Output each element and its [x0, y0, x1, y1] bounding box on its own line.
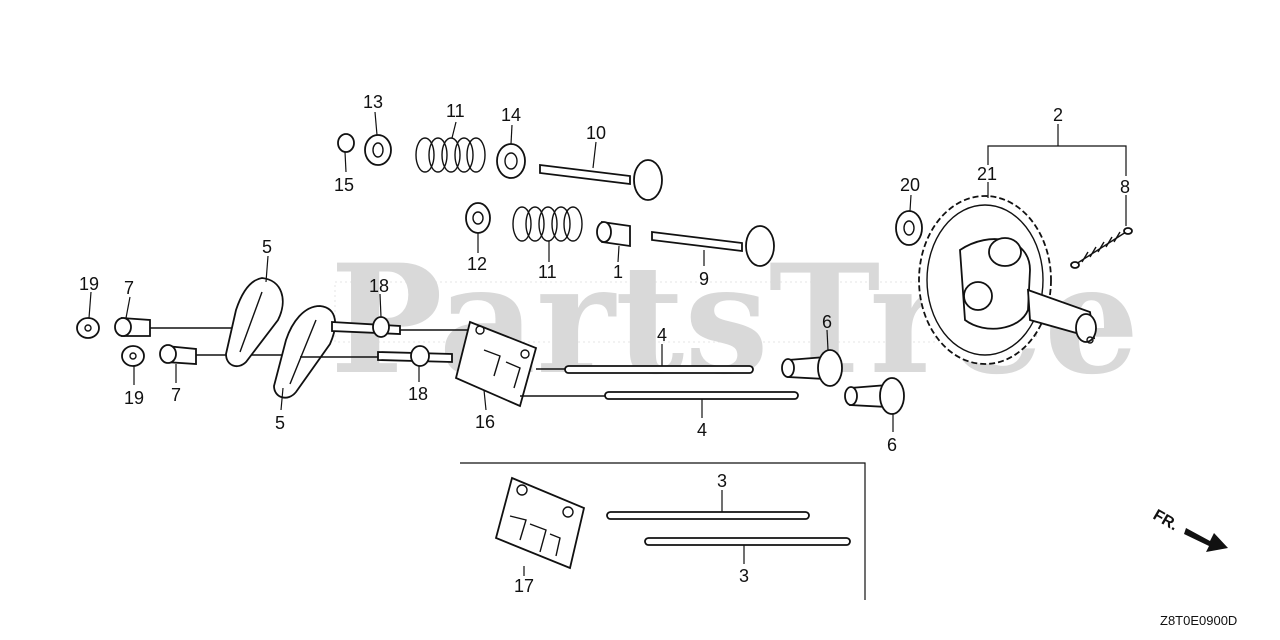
callout-17: 17	[514, 576, 534, 596]
callout-6-lower: 6	[887, 435, 897, 455]
callout-7-upper: 7	[124, 278, 134, 298]
part-6-valve-lifter-lower[interactable]	[844, 377, 905, 415]
callout-16: 16	[475, 412, 495, 432]
callout-19-upper: 19	[79, 274, 99, 294]
part-14-valve-rotator[interactable]	[496, 143, 526, 179]
part-17-push-rod-guide-plate-alt[interactable]	[494, 476, 586, 570]
callout-14: 14	[501, 105, 521, 125]
part-8-decompressor-spring[interactable]	[1070, 227, 1133, 269]
part-3-push-rod-lower[interactable]	[644, 537, 851, 546]
callout-5-lower: 5	[275, 413, 285, 433]
part-10-exhaust-valve[interactable]	[539, 159, 663, 201]
part-16-push-rod-guide-plate[interactable]	[454, 320, 538, 408]
callout-2: 2	[1053, 105, 1063, 125]
part-21-camshaft-gear[interactable]	[918, 195, 1097, 365]
callout-5-upper: 5	[262, 237, 272, 257]
part-4-push-rod-upper[interactable]	[564, 365, 754, 374]
part-5-rocker-arm-upper[interactable]	[225, 277, 284, 368]
part-1-valve-tappet[interactable]	[596, 220, 631, 248]
callout-4-upper: 4	[657, 325, 667, 345]
callout-15: 15	[334, 175, 354, 195]
front-label: FR.	[1150, 507, 1181, 535]
part-7-pivot-upper[interactable]	[114, 317, 151, 337]
part-11-valve-spring-upper[interactable]	[415, 137, 486, 173]
callout-18-upper: 18	[369, 276, 389, 296]
callout-21: 21	[977, 164, 997, 184]
callout-4-lower: 4	[697, 420, 707, 440]
callout-1: 1	[613, 262, 623, 282]
part-5-rocker-arm-lower[interactable]	[273, 305, 336, 399]
callout-8: 8	[1120, 177, 1130, 197]
callout-3-lower: 3	[739, 566, 749, 586]
callout-9: 9	[699, 269, 709, 289]
callout-19-lower: 19	[124, 388, 144, 408]
diagram-code: Z8T0E0900D	[1160, 613, 1237, 628]
part-18-rocker-stud-upper[interactable]	[331, 316, 401, 338]
callout-3-upper: 3	[717, 471, 727, 491]
part-13-spring-retainer[interactable]	[364, 134, 392, 166]
part-19-nut-lower[interactable]	[121, 345, 145, 367]
front-direction-indicator: FR.	[1150, 507, 1228, 552]
part-12-valve-stem-seal[interactable]	[465, 202, 491, 234]
callout-6-upper: 6	[822, 312, 832, 332]
part-11-valve-spring-lower[interactable]	[512, 206, 583, 242]
part-4-push-rod-lower[interactable]	[604, 391, 799, 400]
callout-18-lower: 18	[408, 384, 428, 404]
callout-20: 20	[900, 175, 920, 195]
leader-lines	[88, 111, 1127, 576]
part-19-nut-upper[interactable]	[76, 317, 100, 339]
part-20-washer[interactable]	[895, 210, 923, 246]
inset-box-border	[460, 462, 866, 600]
callout-13: 13	[363, 92, 383, 112]
callout-7-lower: 7	[171, 385, 181, 405]
part-3-push-rod-upper[interactable]	[606, 511, 810, 520]
part-9-intake-valve[interactable]	[651, 225, 775, 267]
callout-10: 10	[586, 123, 606, 143]
part-7-pivot-lower[interactable]	[159, 344, 197, 365]
part-15-valve-cotter[interactable]	[337, 133, 355, 153]
callout-12: 12	[467, 254, 487, 274]
callout-11-lower: 11	[538, 262, 557, 282]
part-6-valve-lifter-upper[interactable]	[781, 349, 843, 387]
callout-11-upper: 11	[446, 101, 465, 121]
front-arrow-icon	[1184, 528, 1228, 552]
